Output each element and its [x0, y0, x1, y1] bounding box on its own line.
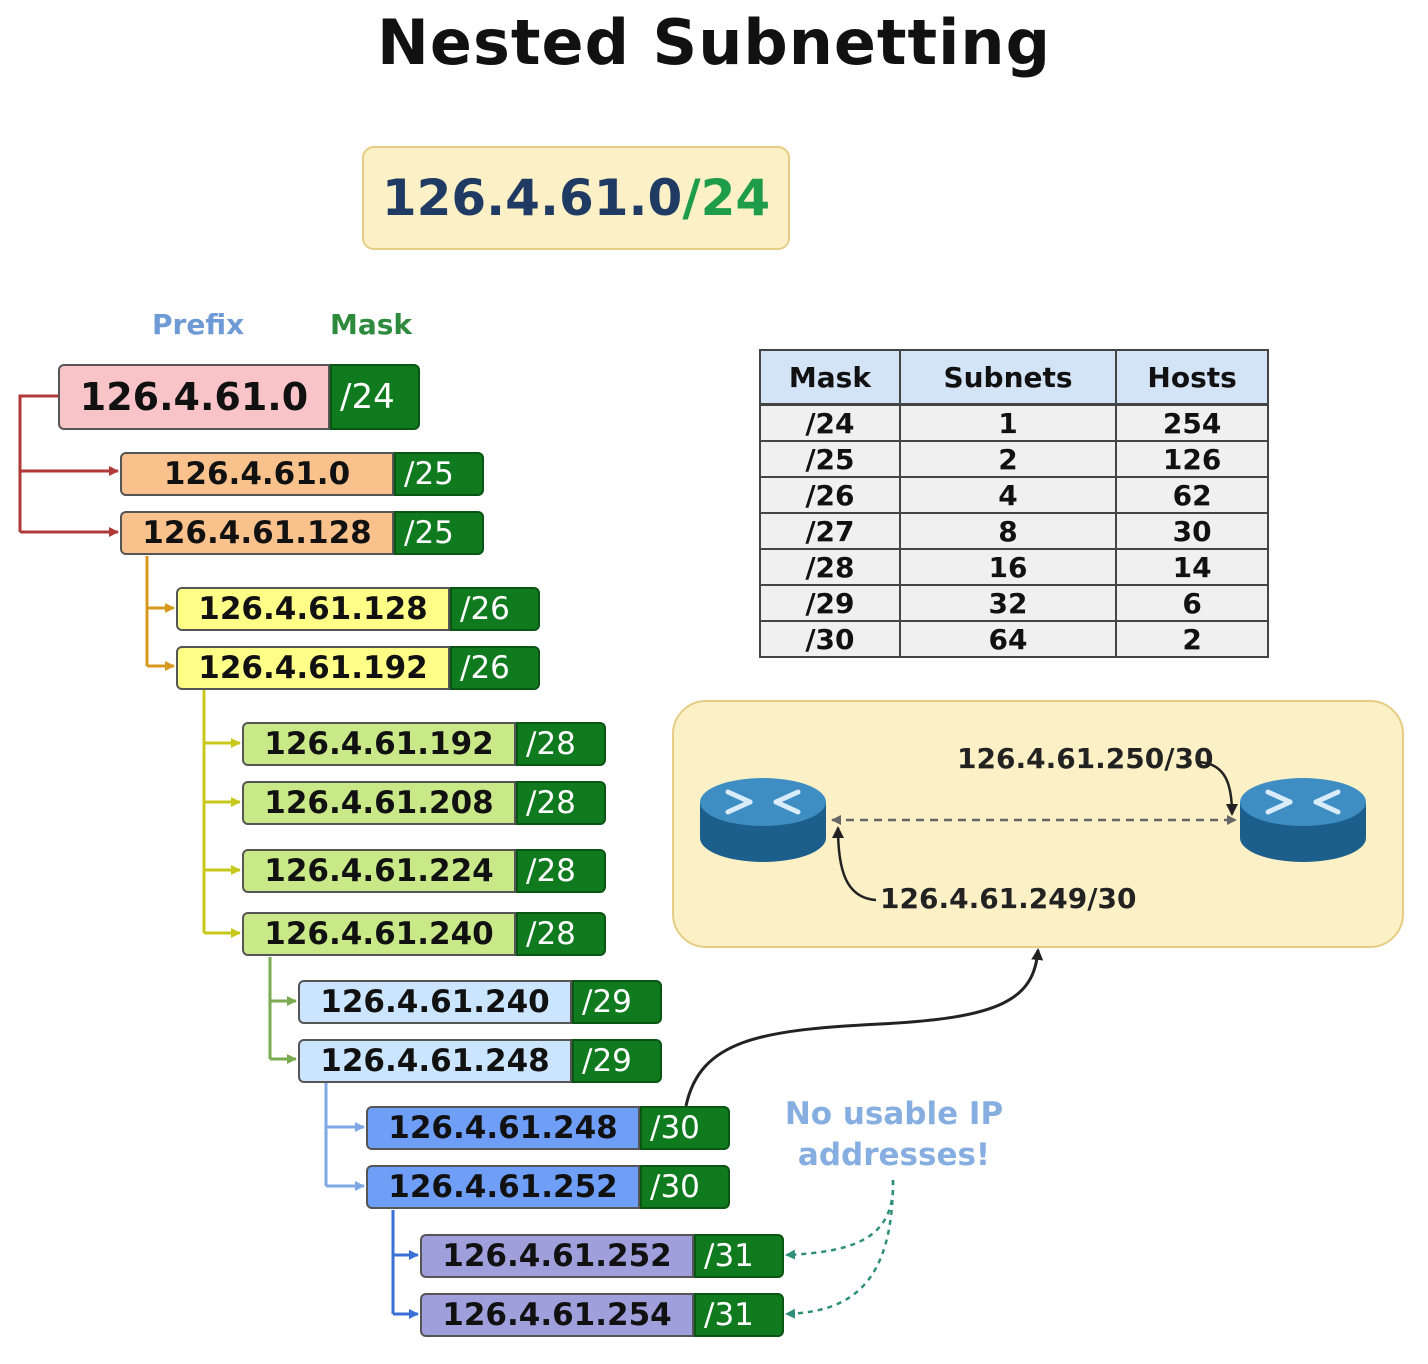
mask-column-header: Mask: [330, 308, 413, 341]
subnet-mask: /31: [694, 1293, 784, 1337]
subnet-prefix: 126.4.61.208: [242, 781, 516, 825]
subnet-mask: /28: [516, 722, 606, 766]
subnet-mask: /28: [516, 912, 606, 956]
table-cell: /27: [759, 513, 901, 550]
subnet-mask: /24: [330, 364, 420, 430]
table-cell: 2: [898, 441, 1118, 478]
router-left-ip: 126.4.61.249/30: [880, 882, 1137, 915]
mask-reference-table: Mask Subnets Hosts /24 1 254 /25 2 126 /…: [759, 349, 1269, 658]
table-cell: 30: [1115, 513, 1269, 550]
no-usable-ip-note: No usable IP addresses!: [782, 1094, 1006, 1176]
table-cell: 6: [1115, 585, 1269, 622]
subnet-mask: /31: [694, 1234, 784, 1278]
subnet-prefix: 126.4.61.128: [120, 511, 394, 555]
table-cell: 32: [898, 585, 1118, 622]
table-cell: 64: [898, 621, 1118, 658]
subnet-row: 126.4.61.224 /28: [242, 849, 606, 893]
subnet-prefix: 126.4.61.192: [176, 646, 450, 690]
table-row: /25 2 126: [759, 441, 1269, 478]
prefix-column-header: Prefix: [152, 308, 245, 341]
subnet-mask: /28: [516, 849, 606, 893]
subnet-row: 126.4.61.208 /28: [242, 781, 606, 825]
subnet-mask: /26: [450, 646, 540, 690]
subnet-row: 126.4.61.240 /28: [242, 912, 606, 956]
table-row: /28 16 14: [759, 549, 1269, 586]
table-cell: 4: [898, 477, 1118, 514]
main-network-mask: /24: [682, 169, 771, 227]
table-row: /30 64 2: [759, 621, 1269, 658]
table-cell: 14: [1115, 549, 1269, 586]
subnet-prefix: 126.4.61.248: [366, 1106, 640, 1150]
subnet-mask: /25: [394, 452, 484, 496]
table-row: /29 32 6: [759, 585, 1269, 622]
subnet-row: 126.4.61.252 /31: [420, 1234, 784, 1278]
subnet-mask: /29: [572, 1039, 662, 1083]
subnet-prefix: 126.4.61.128: [176, 587, 450, 631]
note-line-1: No usable IP: [784, 1096, 1004, 1132]
table-cell: 254: [1115, 403, 1269, 442]
table-cell: 126: [1115, 441, 1269, 478]
subnet-prefix: 126.4.61.252: [366, 1165, 640, 1209]
main-network-box: 126.4.61.0/24: [362, 146, 790, 250]
subnet-mask: /25: [394, 511, 484, 555]
subnet-row: 126.4.61.128 /26: [176, 587, 540, 631]
subnet-row: 126.4.61.192 /28: [242, 722, 606, 766]
router-right-icon: [1238, 772, 1368, 864]
table-cell: /24: [759, 403, 901, 442]
table-cell: 8: [898, 513, 1118, 550]
subnet-row: 126.4.61.0 /25: [120, 452, 484, 496]
table-header-mask: Mask: [759, 349, 901, 406]
subnet-mask: /28: [516, 781, 606, 825]
subnet-prefix: 126.4.61.0: [58, 364, 330, 430]
subnet-prefix: 126.4.61.252: [420, 1234, 694, 1278]
subnet-prefix: 126.4.61.248: [298, 1039, 572, 1083]
table-cell: 62: [1115, 477, 1269, 514]
router-right-ip: 126.4.61.250/30: [957, 742, 1214, 775]
table-cell: 2: [1115, 621, 1269, 658]
subnet-row: 126.4.61.0 /24: [58, 364, 420, 430]
subnet-prefix: 126.4.61.240: [298, 980, 572, 1024]
subnet-row: 126.4.61.192 /26: [176, 646, 540, 690]
table-header-subnets: Subnets: [898, 349, 1118, 406]
table-cell: /29: [759, 585, 901, 622]
subnet-mask: /30: [640, 1106, 730, 1150]
subnet-prefix: 126.4.61.192: [242, 722, 516, 766]
table-cell: 1: [898, 403, 1118, 442]
table-cell: 16: [898, 549, 1118, 586]
subnet-row: 126.4.61.252 /30: [366, 1165, 730, 1209]
table-cell: /25: [759, 441, 901, 478]
subnet-row: 126.4.61.128 /25: [120, 511, 484, 555]
subnet-mask: /30: [640, 1165, 730, 1209]
table-row: /27 8 30: [759, 513, 1269, 550]
subnet-prefix: 126.4.61.0: [120, 452, 394, 496]
table-row: /24 1 254: [759, 403, 1269, 442]
table-header-row: Mask Subnets Hosts: [759, 349, 1269, 406]
router-left-icon: [698, 772, 828, 864]
subnet-prefix: 126.4.61.254: [420, 1293, 694, 1337]
subnet-row: 126.4.61.248 /30: [366, 1106, 730, 1150]
subnet-row: 126.4.61.248 /29: [298, 1039, 662, 1083]
subnet-mask: /26: [450, 587, 540, 631]
page-title: Nested Subnetting: [377, 6, 1051, 79]
subnet-row: 126.4.61.240 /29: [298, 980, 662, 1024]
table-cell: /30: [759, 621, 901, 658]
main-network-address: 126.4.61.0: [381, 169, 683, 227]
subnet-mask: /29: [572, 980, 662, 1024]
table-row: /26 4 62: [759, 477, 1269, 514]
subnet-prefix: 126.4.61.240: [242, 912, 516, 956]
subnet-prefix: 126.4.61.224: [242, 849, 516, 893]
table-cell: /26: [759, 477, 901, 514]
table-header-hosts: Hosts: [1115, 349, 1269, 406]
note-line-2: addresses!: [797, 1137, 991, 1173]
table-cell: /28: [759, 549, 901, 586]
subnet-row: 126.4.61.254 /31: [420, 1293, 784, 1337]
